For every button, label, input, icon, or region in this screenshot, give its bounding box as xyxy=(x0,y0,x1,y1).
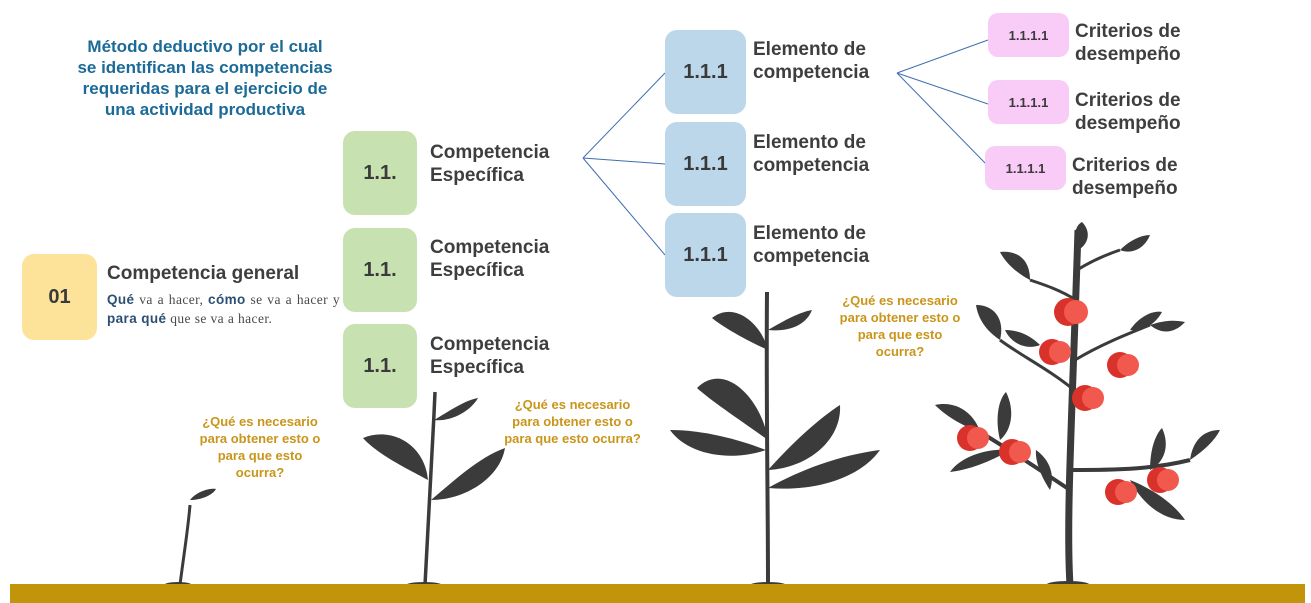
element-competence-label: Elemento de competencia xyxy=(753,131,869,177)
label-line: Competencia xyxy=(430,142,550,163)
desc-text: se va a hacer y xyxy=(245,292,340,307)
intro-line: Método deductivo por el cual xyxy=(87,37,323,56)
label-line: Específica xyxy=(430,357,524,378)
label-line: Elemento de xyxy=(753,39,866,60)
tomato-icon xyxy=(1147,467,1179,493)
question-line: ocurra? xyxy=(235,465,285,480)
tomato-icon xyxy=(1054,298,1088,326)
label-line: Elemento de xyxy=(753,132,866,153)
specific-competence-code: 1.1. xyxy=(343,228,417,312)
label-line: Específica xyxy=(430,165,524,186)
small-plant-icon xyxy=(363,391,505,588)
fruit-group xyxy=(957,298,1179,505)
tree-connectors xyxy=(582,39,989,256)
label-line: Elemento de xyxy=(753,223,866,244)
tomato-icon xyxy=(1039,339,1071,365)
element-competence-label: Elemento de competencia xyxy=(753,222,869,268)
medium-plant-icon xyxy=(670,291,880,588)
sprout-icon xyxy=(164,488,216,588)
question-line: ocurra? xyxy=(875,344,925,359)
element-competence-code: 1.1.1 xyxy=(665,30,746,114)
general-competence-code: 01 xyxy=(22,254,97,340)
element-competence-code: 1.1.1 xyxy=(665,213,746,297)
criteria-code: 1.1.1.1 xyxy=(988,80,1069,124)
question-text: ¿Qué es necesario para obtener esto o pa… xyxy=(485,396,660,447)
question-line: ¿Qué es necesario xyxy=(514,397,631,412)
tomato-icon xyxy=(1072,385,1104,411)
intro-text: Método deductivo por el cual se identifi… xyxy=(55,36,355,120)
label-line: competencia xyxy=(753,62,870,83)
ground-strip xyxy=(10,584,1305,603)
tomato-icon xyxy=(1105,479,1137,505)
question-text: ¿Qué es necesario para obtener esto o pa… xyxy=(815,292,985,360)
general-competence-title: Competencia general xyxy=(107,263,300,284)
tomato-icon xyxy=(999,439,1031,465)
question-line: para obtener esto o xyxy=(199,431,321,446)
element-competence-code: 1.1.1 xyxy=(665,122,746,206)
question-line: para obtener esto o xyxy=(839,310,961,325)
question-line: ¿Qué es necesario xyxy=(202,414,318,429)
question-text: ¿Qué es necesario para obtener esto o pa… xyxy=(180,413,340,481)
label-line: desempeño xyxy=(1075,44,1181,65)
tomato-icon xyxy=(1107,352,1139,378)
criteria-code: 1.1.1.1 xyxy=(988,13,1069,57)
specific-competence-label: Competencia Específica xyxy=(430,333,549,379)
general-competence-description: Qué va a hacer, cómo se va a hacer y par… xyxy=(107,290,340,328)
specific-competence-code: 1.1. xyxy=(343,131,417,215)
tomato-icon xyxy=(957,425,989,451)
criteria-label: Criterios de desempeño xyxy=(1075,89,1181,135)
desc-text: va a hacer, xyxy=(134,292,209,307)
label-line: Criterios de xyxy=(1075,90,1181,111)
intro-line: requeridas para el ejercicio de xyxy=(82,79,328,98)
label-line: Criterios de xyxy=(1075,21,1181,42)
question-line: para que esto xyxy=(217,448,303,463)
specific-competence-label: Competencia Específica xyxy=(430,141,549,187)
desc-keyword: para qué xyxy=(107,311,167,326)
question-line: ¿Qué es necesario xyxy=(842,293,958,308)
label-line: Específica xyxy=(430,260,524,281)
desc-text: que se va a hacer. xyxy=(166,311,273,326)
element-competence-label: Elemento de competencia xyxy=(753,38,869,84)
intro-line: se identifican las competencias xyxy=(77,58,333,77)
desc-keyword: cómo xyxy=(208,292,246,307)
specific-competence-code: 1.1. xyxy=(343,324,417,408)
label-line: desempeño xyxy=(1072,178,1178,199)
criteria-code: 1.1.1.1 xyxy=(985,146,1066,190)
intro-line: una actividad productiva xyxy=(104,100,306,119)
specific-competence-label: Competencia Específica xyxy=(430,236,549,282)
label-line: competencia xyxy=(753,155,870,176)
question-line: para que esto ocurra? xyxy=(504,431,641,446)
label-line: Criterios de xyxy=(1072,155,1178,176)
label-line: desempeño xyxy=(1075,113,1181,134)
label-line: Competencia xyxy=(430,237,550,258)
criteria-label: Criterios de desempeño xyxy=(1072,154,1178,200)
criteria-label: Criterios de desempeño xyxy=(1075,20,1181,66)
desc-keyword: Qué xyxy=(107,292,135,307)
label-line: competencia xyxy=(753,246,870,267)
question-line: para que esto xyxy=(857,327,943,342)
question-line: para obtener esto o xyxy=(512,414,633,429)
label-line: Competencia xyxy=(430,334,550,355)
